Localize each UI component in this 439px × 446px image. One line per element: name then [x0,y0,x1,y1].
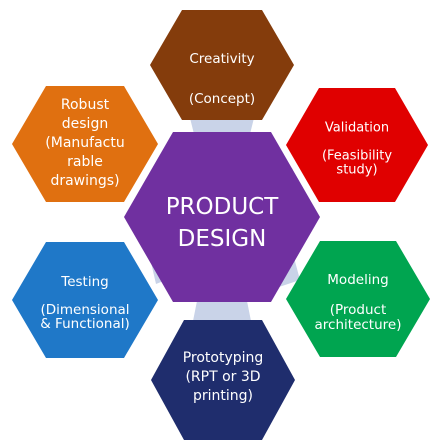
modeling-label-line-3: (Product [330,302,387,318]
prototyping-label-line-3: printing) [193,388,253,404]
robust-label-line-3: (Manufactu [45,135,124,151]
modeling-label-line-1: Modeling [327,272,388,288]
creativity-hexagon [150,10,294,120]
testing-hexagon [12,242,158,358]
robust-label-line-5: drawings) [50,173,119,189]
testing-label-line-3: (Dimensional [40,302,129,318]
stage-testing: Testing (Dimensional & Functional) [12,242,158,358]
prototyping-connector [192,296,252,326]
prototyping-hexagon [151,320,295,440]
robust-label-line-4: rable [67,154,103,170]
prototyping-label-line-1: Prototyping [183,350,264,366]
center-hex-shape [124,132,320,302]
stage-robust-design: Robust design (Manufactu rable drawings) [12,86,158,202]
validation-hexagon [286,88,428,202]
robust-label-line-1: Robust [61,97,110,113]
stage-validation: Validation (Feasibility study) [286,88,428,202]
robust-label-line-2: design [62,116,108,132]
creativity-label-line-3: (Concept) [189,91,255,107]
center-title-line-1: PRODUCT [166,194,280,220]
stage-creativity: Creativity (Concept) [150,10,294,120]
prototyping-label-line-2: (RPT or 3D [185,369,260,385]
robust-design-hexagon [12,86,158,202]
center-hexagon: PRODUCT DESIGN [124,132,320,302]
validation-label-line-1: Validation [325,121,389,136]
creativity-label-line-1: Creativity [189,51,254,67]
stage-prototyping: Prototyping (RPT or 3D printing) [151,320,295,440]
center-title-line-2: DESIGN [178,226,267,252]
modeling-label-line-4: architecture) [315,317,402,333]
testing-label-line-1: Testing [60,274,108,290]
testing-label-line-4: & Functional) [40,316,130,332]
stage-modeling: Modeling (Product architecture) [286,241,430,357]
validation-label-line-3: (Feasibility [322,149,392,164]
validation-label-line-4: study) [336,163,377,178]
modeling-hexagon [286,241,430,357]
